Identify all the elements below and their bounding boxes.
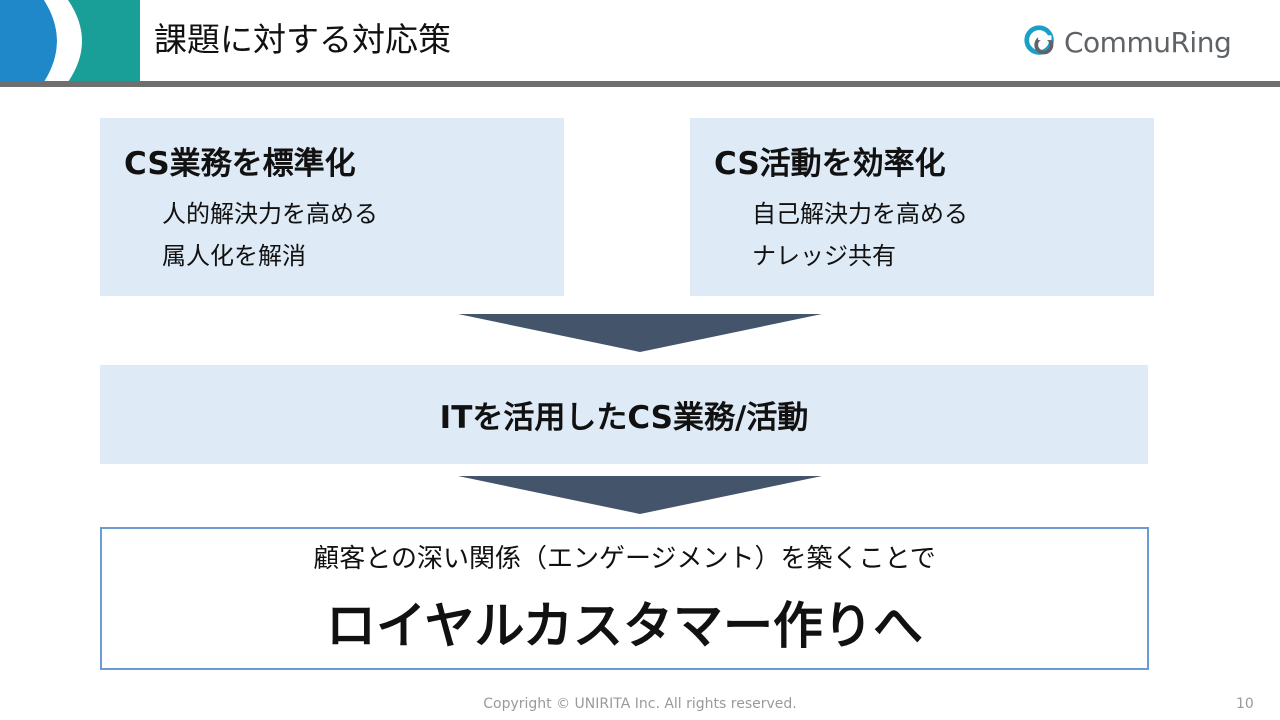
efficiency-box: CS活動を効率化 自己解決力を高める ナレッジ共有 (690, 118, 1154, 296)
standardize-heading: CS業務を標準化 (124, 146, 356, 182)
logo-text: CommuRing (1064, 25, 1232, 59)
header-divider (0, 81, 1280, 87)
it-utilization-box: ITを活用したCS業務/活動 (100, 365, 1148, 464)
result-subtitle: 顧客との深い関係（エンゲージメント）を築くことで (313, 544, 936, 574)
efficiency-item: ナレッジ共有 (752, 242, 896, 270)
page-title: 課題に対する対応策 (154, 20, 451, 59)
page-number: 10 (1236, 696, 1254, 712)
brand-logo: CommuRing (1022, 22, 1232, 62)
result-box: 顧客との深い関係（エンゲージメント）を築くことで ロイヤルカスタマー作りへ (100, 527, 1149, 670)
efficiency-item: 自己解決力を高める (752, 200, 968, 228)
it-utilization-text: ITを活用したCS業務/活動 (439, 400, 809, 436)
standardize-item: 属人化を解消 (162, 242, 306, 270)
result-main-text: ロイヤルカスタマー作りへ (326, 597, 923, 655)
down-arrow-icon (458, 314, 822, 352)
commuring-logo-icon (1024, 25, 1054, 55)
copyright-text: Copyright © UNIRITA Inc. All rights rese… (483, 696, 797, 712)
standardize-item: 人的解決力を高める (162, 200, 378, 228)
corner-accent (0, 0, 140, 82)
efficiency-heading: CS活動を効率化 (714, 146, 946, 182)
standardize-box: CS業務を標準化 人的解決力を高める 属人化を解消 (100, 118, 564, 296)
down-arrow-icon (458, 476, 822, 514)
